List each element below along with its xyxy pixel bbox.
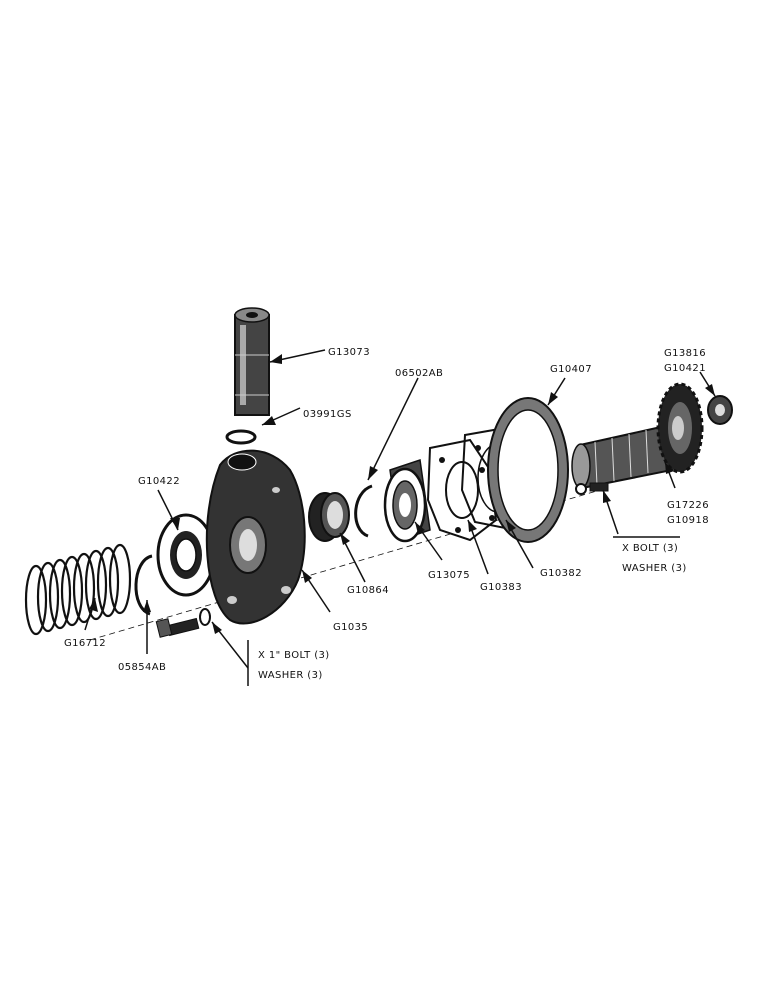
upper-shaft [234,307,270,416]
leader-lines [84,349,716,686]
bearing-cup [308,492,350,542]
label-right-bolt: X BOLT (3) [622,543,678,554]
label-gasket-outer: G10407 [550,364,592,375]
washer-right [575,483,587,495]
label-bearing-cup: G10864 [347,585,389,596]
label-o-ring: 03991GS [303,409,352,420]
label-nut-2: G10421 [664,363,706,374]
coil-spring [24,543,132,636]
label-gear-shaft-1: G17226 [667,500,709,511]
label-seal: G10422 [138,476,180,487]
label-retainer-plate: G10383 [480,582,522,593]
bolt-left [155,617,200,638]
snap-ring-left [134,554,153,616]
washer-left [199,608,211,626]
label-gasket-inner: G10382 [540,568,582,579]
gear-nut [707,395,733,425]
label-left-washer: WASHER (3) [258,670,323,681]
label-gear-shaft-2: G10918 [667,515,709,526]
label-housing: G1035 [333,622,368,633]
label-ball-bearing: G13075 [428,570,470,581]
o-ring [225,429,257,445]
housing [205,449,306,625]
gear-shaft [571,382,704,490]
seal [156,513,216,597]
label-snap-ring-left: 05854AB [118,662,166,673]
label-spring: G16712 [64,638,106,649]
label-shaft-upper: G13073 [328,347,370,358]
label-nut-1: G13816 [664,348,706,359]
label-snap-ring-right: 06502AB [395,368,443,379]
label-left-bolt: X 1" BOLT (3) [258,650,330,661]
bolt-right [589,482,609,492]
snap-ring-right [354,484,373,538]
gasket-outer [487,397,569,543]
label-right-washer: WASHER (3) [622,563,687,574]
